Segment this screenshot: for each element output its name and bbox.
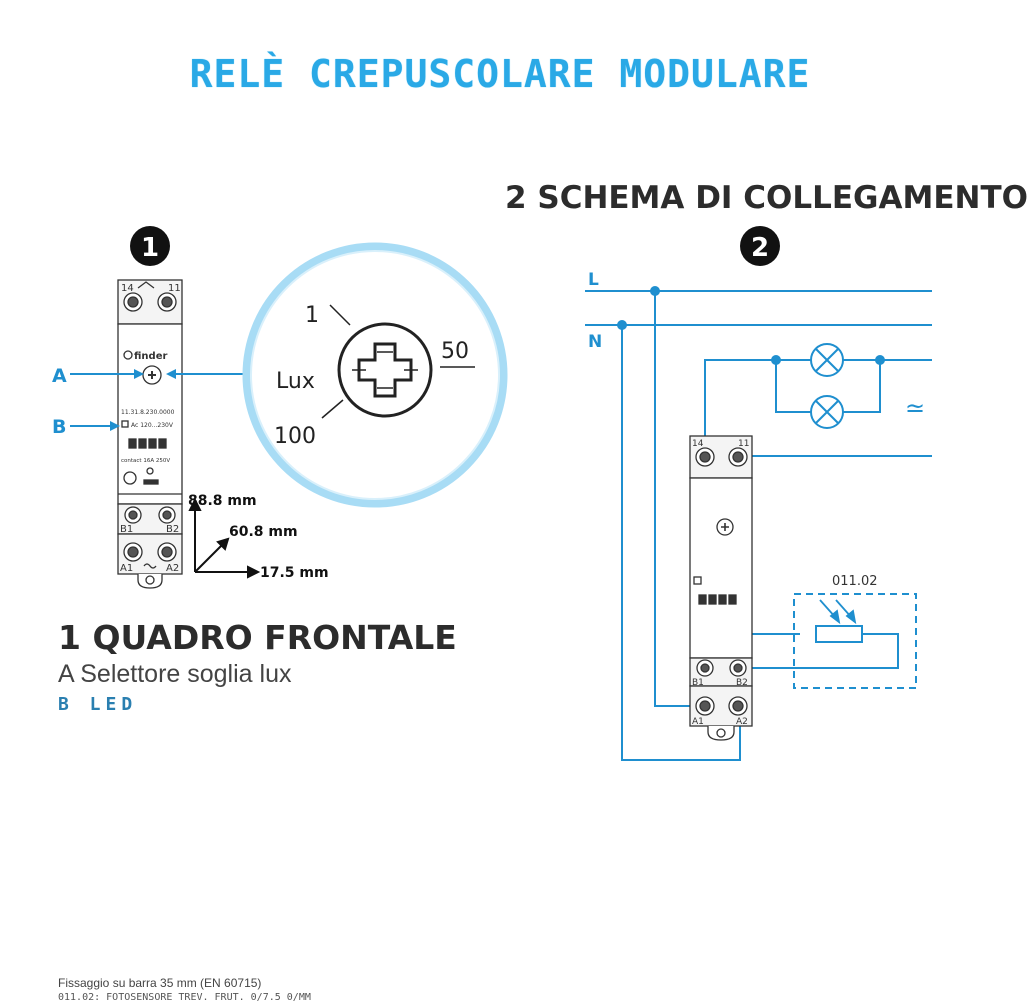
terminal-a2-label: A2 [166,563,179,574]
schema-title: 2 SCHEMA DI COLLEGAMENTO [505,180,1028,216]
lamp-icon [810,395,844,429]
photoresistor-icon [815,625,863,643]
schematic-terminal-b1: B1 [692,678,704,688]
dial-label-1: 1 [305,303,319,328]
callout-a-label: A [52,365,67,387]
footer-sensor-note: 011.02: FOTOSENSORE TREV. FRUT. 0/7.5 0/… [58,992,311,1003]
dial-label-100: 100 [274,424,316,449]
callout-b-label: B [52,416,66,438]
terminal-11-label: 11 [168,283,181,294]
dimension-axes: 88.8 mm 60.8 mm 17.5 mm [188,493,329,581]
ac-symbol: ≃ [905,394,925,422]
supply-label: Ac 120...230V [131,422,174,429]
badge-2-number: 2 [751,233,769,263]
footer-mounting-note: Fissaggio su barra 35 mm (EN 60715) [58,976,262,990]
schematic-terminal-b2: B2 [736,678,748,688]
line-n-label: N [588,332,602,352]
schematic-terminal-11: 11 [738,439,749,449]
section-title-front-panel: 1 QUADRO FRONTALE [58,618,457,657]
relay-front-panel: 14 11 finder 11.31.8.230.0000 Ac 120...2… [117,279,183,589]
sensor-code-label: 011.02 [832,574,878,589]
schematic-terminal-a1: A1 [692,717,704,727]
contact-label: contact 16A 250V [121,458,170,464]
terminal-b2-label: B2 [166,524,179,535]
led-indicator [121,420,129,428]
terminal-a1-label: A1 [120,563,133,574]
terminal-b1-label: B1 [120,524,133,535]
diagram-canvas: 1 2 14 11 finder 11.31.8.230.0000 Ac 120… [52,226,932,761]
callout-a: A [52,365,144,387]
lamp-icon [810,343,844,377]
dial-label-lux: Lux [276,369,315,394]
lux-dial-magnifier: 1 50 Lux 100 [242,242,508,508]
legend-a-text: A Selettore soglia lux [58,660,292,688]
dimension-height: 88.8 mm [188,493,257,509]
relay-schematic: 14 11 B1 B2 A1 A2 [689,435,753,741]
badge-2: 2 [740,226,780,266]
wiring-schematic [585,286,932,761]
badge-1-number: 1 [141,233,159,263]
terminal-14-label: 14 [121,283,134,294]
dimension-depth: 60.8 mm [229,524,298,540]
photosensor-box: 011.02 [793,574,917,689]
schematic-terminal-14: 14 [692,439,704,449]
badge-1: 1 [130,226,170,266]
callout-b: B [52,416,120,438]
page-title: RELÈ CREPUSCOLARE MODULARE [189,52,811,96]
schematic-terminal-a2: A2 [736,717,748,727]
brand-label: finder [134,351,167,362]
dial-label-50: 50 [441,339,469,364]
line-l-label: L [588,270,599,290]
model-label: 11.31.8.230.0000 [121,409,175,416]
legend-b-text: B LED [58,694,138,715]
dimension-width: 17.5 mm [260,565,329,581]
